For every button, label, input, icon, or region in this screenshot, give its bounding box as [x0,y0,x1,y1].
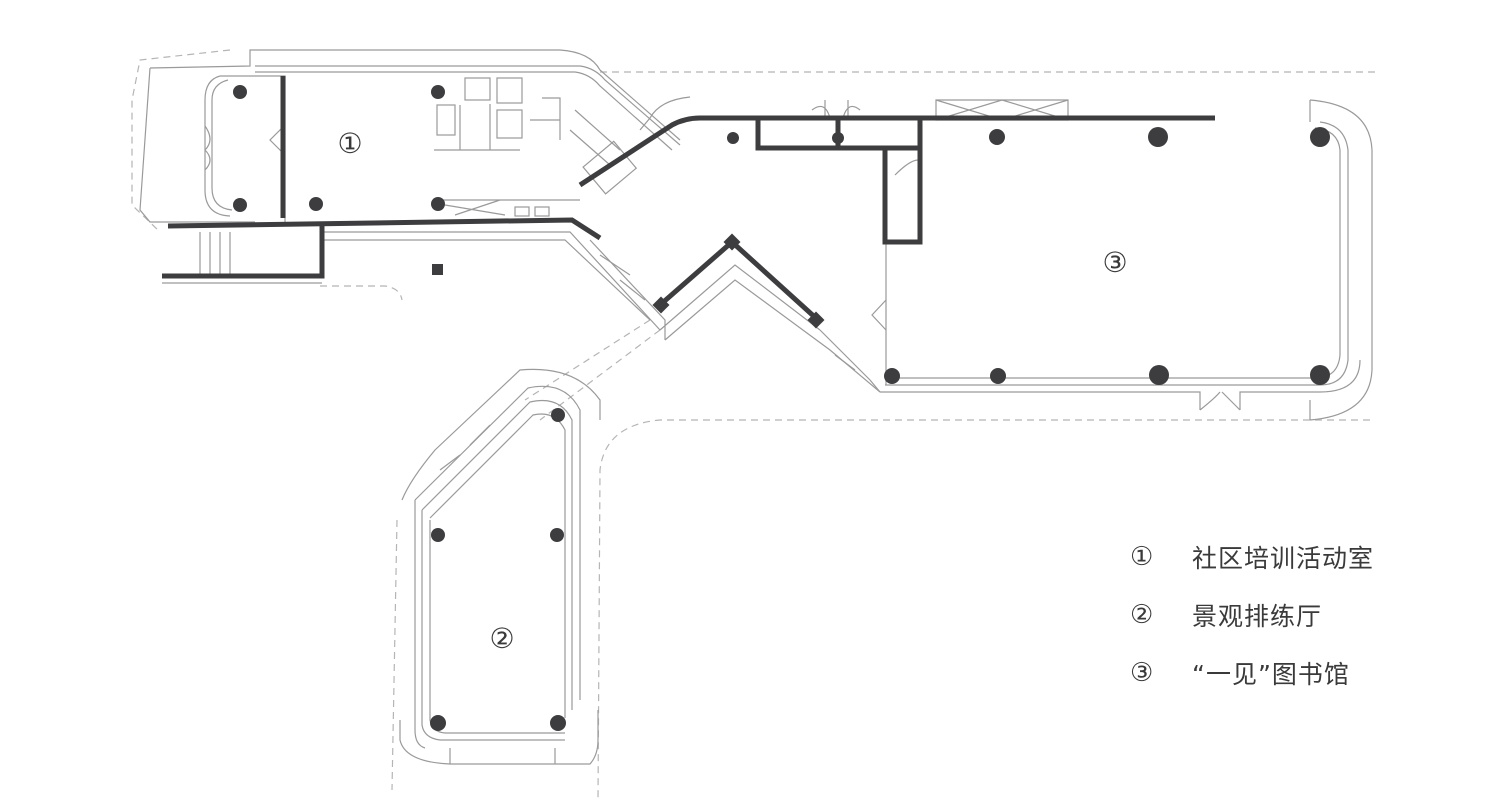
room-3-marker: ③ [1102,246,1127,279]
roof-outline-dashed [131,49,1380,801]
legend-item: ③ “一见”图书馆 [1130,644,1374,702]
legend-label: 景观排练厅 [1192,602,1323,631]
legend-marker: ① [1130,542,1154,572]
legend-label: 社区培训活动室 [1192,544,1375,573]
room-2-marker: ② [489,622,514,655]
room-1-marker: ① [337,127,362,160]
legend-marker: ③ [1130,658,1154,688]
legend-marker: ② [1130,600,1154,630]
legend-item: ① 社区培训活动室 [1130,528,1374,586]
legend-label: “一见”图书馆 [1192,660,1350,689]
legend: ① 社区培训活动室 ② 景观排练厅 ③ “一见”图书馆 [1130,528,1374,702]
legend-item: ② 景观排练厅 [1130,586,1374,644]
columns [233,85,1330,731]
